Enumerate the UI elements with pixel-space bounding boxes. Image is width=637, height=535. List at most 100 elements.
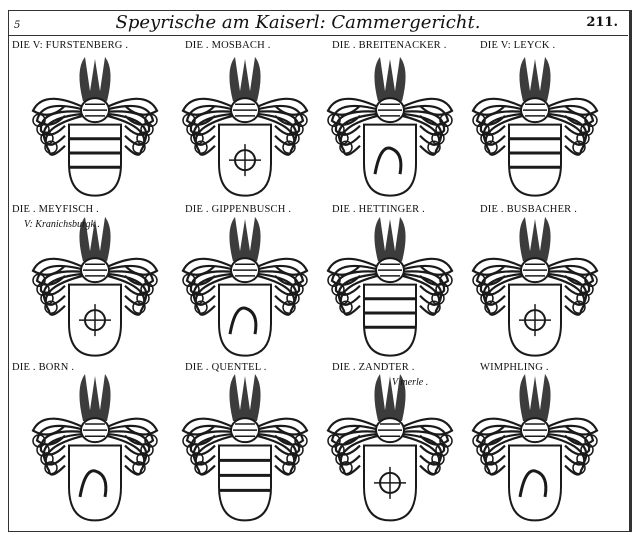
mantling-curl (580, 122, 594, 136)
mantling-curl (36, 122, 50, 136)
helmet-grille (83, 423, 107, 438)
coat-of-arms (326, 57, 454, 197)
mantling-curl (572, 300, 586, 314)
coat-of-arms (471, 57, 599, 197)
mantling-curl (132, 140, 146, 154)
mantling-curl (484, 300, 498, 314)
mantling-curl (194, 300, 208, 314)
mantling-curl (294, 434, 308, 448)
mantling-curl (136, 291, 150, 305)
shield (508, 444, 562, 522)
shield-charge (228, 306, 258, 335)
mantling-curl (476, 122, 490, 136)
arms-label: DIE . BUSBACHER . (480, 204, 578, 215)
page-border (8, 10, 632, 532)
mantling-curl (286, 131, 300, 145)
mantling-curl (480, 452, 494, 466)
coat-of-arms (326, 217, 454, 357)
mantling (326, 257, 454, 316)
mantling-curl (327, 113, 341, 127)
helmet-grille (378, 263, 402, 277)
mantling-curl (435, 122, 449, 136)
mantling-curl (286, 452, 300, 466)
mantling-curl (439, 113, 453, 127)
crest (79, 374, 111, 421)
mantling-curl (335, 131, 349, 145)
helmet-grille (83, 263, 107, 277)
mantling (326, 417, 454, 476)
crest (79, 57, 111, 102)
crest (229, 217, 261, 262)
arms-sublabel: V merle . (392, 377, 429, 388)
mantling-curl (435, 443, 449, 457)
mantling-curl (44, 461, 58, 475)
arms-label: DIE . GIPPENBUSCH . (185, 204, 292, 215)
helmet-grille (233, 103, 257, 117)
shield-charge (78, 469, 108, 498)
shield (363, 123, 417, 197)
mantling-curl (194, 140, 208, 154)
mantling-curl (182, 273, 196, 287)
crest (519, 217, 551, 262)
mantling-curl (427, 461, 441, 475)
mantling-curl (331, 122, 345, 136)
mantling-curl (36, 443, 50, 457)
mantling-curl (32, 273, 46, 287)
mantling-curl (186, 443, 200, 457)
mantling-curl (480, 131, 494, 145)
arms-label: DIE . MEYFISCH . (12, 204, 99, 215)
mantling-curl (32, 434, 46, 448)
mantling-curl (584, 273, 598, 287)
coat-of-arms (31, 374, 159, 522)
shield (508, 123, 562, 197)
mantling-curl (290, 122, 304, 136)
mantling-curl (435, 282, 449, 296)
mantling-curl (439, 273, 453, 287)
helmet-grille (523, 423, 547, 438)
shield-charge (518, 469, 548, 498)
arms-label: DIE . HETTINGER . (332, 204, 425, 215)
mantling-curl (576, 291, 590, 305)
mantling-curl (140, 122, 154, 136)
mantling-curl (484, 461, 498, 475)
mantling-curl (144, 434, 158, 448)
crest (519, 374, 551, 421)
mantling-curl (580, 282, 594, 296)
mantling (181, 417, 309, 476)
mantling-curl (182, 434, 196, 448)
mantling-curl (572, 461, 586, 475)
coat-of-arms (181, 374, 309, 522)
coat-of-arms (326, 374, 454, 522)
mantling (326, 97, 454, 156)
mantling-curl (136, 452, 150, 466)
mantling-curl (282, 140, 296, 154)
mantling (31, 417, 159, 476)
mantling-curl (472, 113, 486, 127)
shield (68, 444, 122, 522)
mantling-curl (472, 273, 486, 287)
shield (218, 283, 272, 357)
mantling-curl (327, 434, 341, 448)
arms-label: DIE . BREITENACKER . (332, 40, 447, 51)
mantling-curl (327, 273, 341, 287)
mantling-curl (431, 452, 445, 466)
mantling-curl (472, 434, 486, 448)
mantling-curl (339, 300, 353, 314)
mantling-curl (286, 291, 300, 305)
helmet-grille (523, 263, 547, 277)
mantling-curl (190, 452, 204, 466)
mantling-curl (140, 443, 154, 457)
shield (68, 123, 122, 197)
coat-of-arms (181, 57, 309, 197)
coat-of-arms (181, 217, 309, 357)
mantling-curl (186, 282, 200, 296)
mantling-curl (40, 131, 54, 145)
mantling (471, 417, 599, 476)
shield-charge (373, 146, 403, 175)
mantling-curl (190, 291, 204, 305)
mantling-curl (40, 452, 54, 466)
mantling-curl (144, 273, 158, 287)
crest (519, 57, 551, 102)
coat-of-arms (471, 217, 599, 357)
mantling-curl (480, 291, 494, 305)
